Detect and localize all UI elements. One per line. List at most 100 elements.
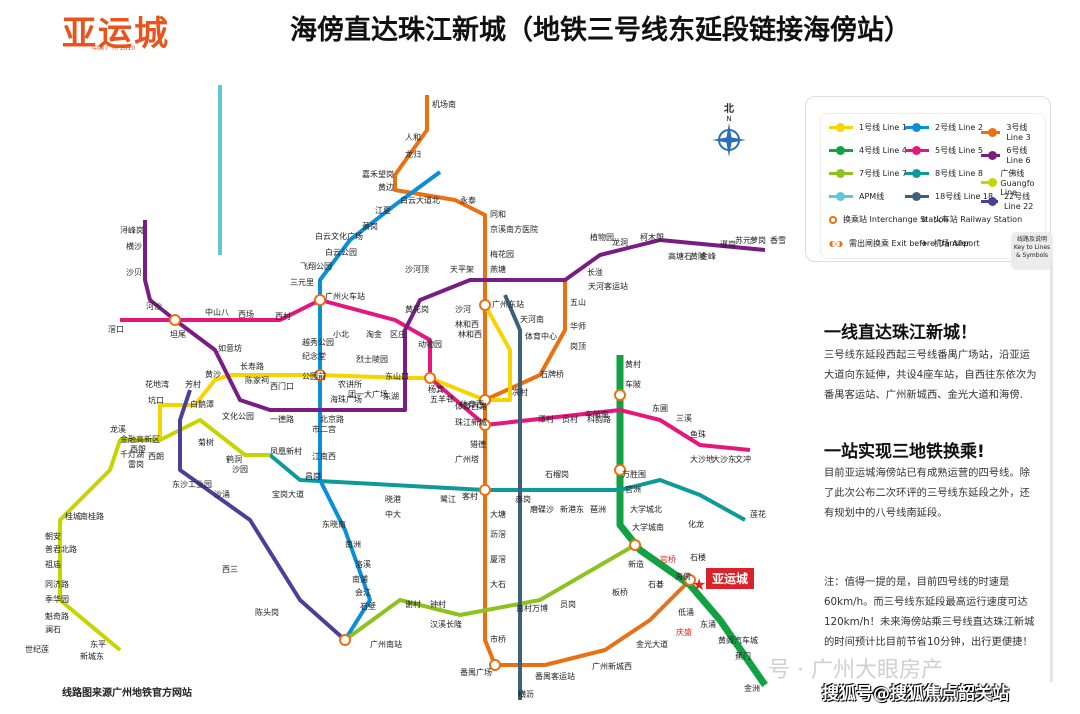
station-label: 公园前 bbox=[302, 372, 326, 381]
line-22 bbox=[178, 389, 347, 642]
station-label: 燕塘 bbox=[490, 265, 506, 274]
station-label: 珠江新城 bbox=[455, 418, 487, 427]
panel-note: 注：值得一提的是，目前四号线的时速是60km/h。而三号线东延段最高运行速度可达… bbox=[824, 576, 1035, 648]
station-label: 区庄 bbox=[390, 330, 406, 339]
yayuncheng-badge: 亚运城 bbox=[706, 568, 755, 589]
station-label: 广州火车站 bbox=[325, 292, 365, 301]
station-label: 新城东 bbox=[80, 652, 104, 661]
interchange-icon bbox=[479, 394, 491, 406]
station-label: 鱼珠 bbox=[690, 430, 706, 439]
legend-label: 机场 Airport bbox=[933, 239, 980, 248]
legend-item: 6号线 Line 6 bbox=[981, 145, 1045, 165]
line-swatch-icon bbox=[981, 127, 1001, 137]
station-label: 东圃 bbox=[652, 404, 668, 413]
legend-label: 18号线 Line 18 bbox=[935, 192, 994, 201]
station-label: 官桥 bbox=[660, 555, 676, 564]
line-8 bbox=[268, 453, 746, 522]
line-6 bbox=[143, 220, 766, 412]
station-label: 文化公园 bbox=[222, 412, 254, 421]
interchange-icon bbox=[314, 369, 326, 381]
line-swatch-icon bbox=[981, 178, 998, 187]
station-label: 中大 bbox=[385, 510, 401, 519]
railway-station-icon: ⊚ bbox=[921, 215, 928, 224]
station-label: 钟村 bbox=[430, 600, 446, 609]
station-label: 季华园 bbox=[45, 595, 69, 604]
panel-paragraph-2: 目前亚运城海傍站已有成熟运营的四号线。除了此次公布二次环评的三号线东延段之外，还… bbox=[824, 467, 1030, 519]
interchange-icon bbox=[314, 294, 326, 306]
interchange-icon bbox=[479, 419, 491, 431]
airplane-icon: ✈ bbox=[921, 239, 928, 248]
divider bbox=[1050, 262, 1053, 682]
station-label: 黄花岗 bbox=[405, 305, 429, 314]
legend-label: 1号线 Line 1 bbox=[859, 123, 907, 132]
station-label: 员村 bbox=[562, 415, 578, 424]
station-label: 东平 bbox=[90, 640, 106, 649]
legend-interchange: 换乘站 Interchange Station bbox=[829, 214, 949, 225]
station-label: 南浦 bbox=[352, 575, 368, 584]
station-label: 南洲 bbox=[345, 540, 361, 549]
station-label: 大石 bbox=[490, 580, 506, 589]
station-label: 如意坊 bbox=[218, 344, 242, 353]
station-label: 北京路 bbox=[320, 415, 344, 424]
station-label: 赤岗 bbox=[515, 495, 531, 504]
legend-label: 5号线 Line 5 bbox=[935, 146, 983, 155]
station-label: 白云大道北 bbox=[400, 196, 440, 205]
station-label: 车陂南 bbox=[585, 410, 609, 419]
station-label: 鹭江 bbox=[440, 495, 456, 504]
station-label: 官洲 bbox=[625, 485, 641, 494]
station-label: 西塱 bbox=[130, 445, 146, 454]
station-label: 西村 bbox=[275, 312, 291, 321]
station-label: 庆盛 bbox=[676, 628, 692, 637]
station-label: 东山口 bbox=[385, 372, 409, 381]
compass-n-label: N bbox=[726, 115, 732, 123]
station-label: 汉溪长隆 bbox=[430, 620, 462, 629]
legend-item: 1号线 Line 1 bbox=[829, 122, 907, 133]
station-label: 南村万博 bbox=[516, 604, 548, 613]
station-label: 体育西 bbox=[460, 400, 484, 409]
station-label: 石楼 bbox=[690, 553, 706, 562]
station-label: 澜石 bbox=[45, 625, 61, 634]
station-label: 坦尾 bbox=[170, 330, 186, 339]
station-label: 万胜围 bbox=[622, 470, 646, 479]
station-label: 东晓南 bbox=[322, 520, 346, 529]
station-label: 番禺客运站 bbox=[535, 672, 575, 681]
station-label: 广州塔 bbox=[455, 455, 479, 464]
line-swatch-icon bbox=[829, 169, 853, 178]
station-label: 越秀公园 bbox=[302, 338, 334, 347]
line-swatch-icon bbox=[829, 192, 853, 201]
station-label: 凤凰新村 bbox=[270, 447, 302, 456]
station-label: 小北 bbox=[333, 330, 349, 339]
station-label: 沙涌 bbox=[214, 490, 230, 499]
line-1 bbox=[158, 304, 512, 440]
station-label: 普君北路 bbox=[45, 545, 77, 554]
interchange-icon bbox=[629, 539, 641, 551]
interchange-icon bbox=[489, 659, 501, 671]
station-label: 同和 bbox=[490, 210, 506, 219]
station-label: 体育西路 bbox=[455, 402, 487, 411]
legend-label: 6号线 Line 6 bbox=[1006, 146, 1031, 165]
station-label: 浔峰岗 bbox=[120, 226, 144, 235]
legend-item: 22号线 Line 22 bbox=[981, 191, 1045, 211]
station-label: 香雪 bbox=[770, 236, 786, 245]
station-label: 天河南 bbox=[520, 315, 544, 324]
station-label: 沙贝 bbox=[126, 268, 142, 277]
station-label: 石碁 bbox=[648, 580, 664, 589]
watermark: 号 · 广州大眼房产 bbox=[768, 658, 943, 683]
station-label: 石牌桥 bbox=[540, 370, 564, 379]
station-label: 苏元 bbox=[735, 236, 751, 245]
station-label: 龙洞 bbox=[612, 238, 628, 247]
interchange-icon bbox=[684, 574, 696, 586]
station-label: 农讲所 bbox=[338, 380, 362, 389]
station-label: 淘金 bbox=[366, 330, 382, 339]
legend-label: 8号线 Line 8 bbox=[935, 169, 983, 178]
station-label: 龙归 bbox=[405, 150, 421, 159]
station-label: 员岗 bbox=[560, 600, 576, 609]
station-label: 低涌 bbox=[678, 608, 694, 617]
station-label: 新港东 bbox=[560, 505, 584, 514]
station-label: 魁奇路 bbox=[45, 612, 69, 621]
legend-label: 广佛线 Guangfo Line bbox=[1000, 169, 1035, 197]
legend-railway: ⊚火车站 Railway Station bbox=[921, 214, 1022, 225]
station-label: 飞翔公园 bbox=[300, 262, 332, 271]
station-label: 车陂 bbox=[625, 380, 641, 389]
station-label: 化龙 bbox=[688, 520, 704, 529]
